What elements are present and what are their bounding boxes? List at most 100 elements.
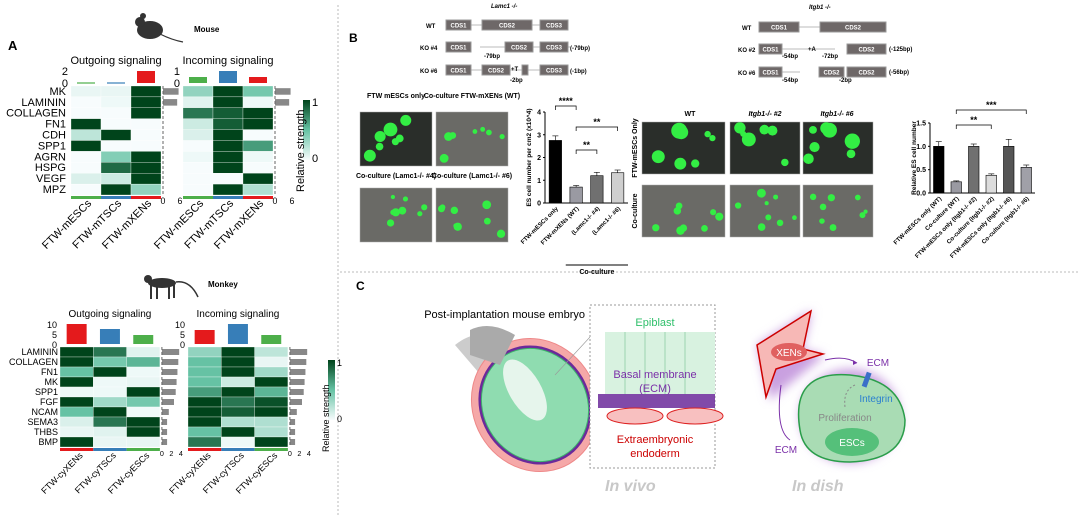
gfp-colony [691,159,700,168]
heatmap-cell [70,85,102,98]
gfp-colony [375,142,384,151]
cds-label: CDS3 [546,69,563,75]
heatmap-cell [93,366,127,378]
bar [611,172,625,204]
cds-label: CDS1 [762,71,779,77]
extraembryonic-label: Extraembryonic [617,434,694,446]
row-label: LAMININ [21,347,58,357]
gfp-colony [483,217,491,225]
heatmap-cell [212,183,244,196]
heatmap-cell [93,426,127,438]
side-axis-tick: 0 [160,449,164,458]
heatmap-cell [130,85,162,98]
top-axis-tick: 1 [174,66,180,78]
heatmap-cell [221,396,255,408]
microscopy-image [435,187,509,243]
mutation-label: -54bp [782,54,798,60]
heatmap-cell [212,85,244,98]
gfp-colony [734,122,746,134]
heatmap-cell [221,346,255,358]
column-color-strip [183,196,213,199]
gfp-colony [400,114,412,126]
gfp-colony [651,150,665,164]
gfp-colony [759,124,770,135]
heatmap-cell [70,129,102,141]
side-bar [289,429,296,435]
gfp-colony [674,157,687,170]
in-vivo-label: In vivo [605,478,656,495]
bar [950,181,962,194]
column-color-strip [93,448,127,451]
heatmap-cell [221,376,255,388]
heatmap-cell [182,118,214,130]
top-bar [249,77,267,83]
itgb1-wt-label: WT [742,26,752,32]
gfp-colony [767,125,778,136]
y-tick-label: 0.5 [916,167,926,174]
heatmap-cell [70,107,102,119]
heatmap-cell [59,356,94,368]
cds-label: CDS1 [762,48,779,54]
colorbar-title: Relative strength [321,384,331,452]
gfp-colony [803,153,814,165]
row-label: SPP1 [35,387,58,397]
significance-bracket [555,105,577,110]
ecm-label: (ECM) [639,383,671,395]
heatmap-cell [59,416,94,428]
ecm-label-top: ECM [867,358,889,369]
heatmap-cell [126,356,161,368]
heatmap-cell [100,183,132,196]
in-dish-label: In dish [792,478,844,495]
side-bar [289,389,304,395]
heatmap-cell [187,426,222,438]
gfp-colony [740,130,747,137]
heatmap-cell [100,96,132,108]
side-bar [161,359,179,365]
top-axis-tick: 0 [62,78,68,90]
top-bar [133,335,154,344]
cds-label: CDS2 [858,48,875,54]
heatmap-cell [59,386,94,398]
significance-label: **** [559,96,574,106]
colorbar [303,100,310,160]
gfp-colony [734,202,742,209]
bar [985,174,997,194]
y-tick-label: 2 [537,155,541,162]
significance-label: *** [986,100,997,110]
heatmap-cell [187,386,222,398]
heatmap-cell [126,416,161,428]
gfp-colony [809,142,820,153]
gfp-colony [709,134,716,142]
top-bar [77,82,95,84]
y-axis-label: Relative ES cell number [911,121,918,195]
lamc1-ko6-label: KO #6 [420,69,438,75]
panel-a-label: A [8,38,18,53]
gfp-colony [757,223,766,231]
row-label: FGF [40,397,58,407]
cds-label: CDS2 [499,24,516,30]
gfp-colony [676,226,685,235]
cds-box [481,19,533,31]
cds-label: CDS1 [450,46,467,52]
gfp-colony [480,126,486,132]
lamc1-wt-label: WT [426,24,436,30]
gfp-colony [820,122,833,135]
heatmap-cell [59,426,94,438]
heatmap-cell [187,346,222,358]
itgb1-title: Itgb1 -/- [809,5,831,11]
heatmap-cell [242,183,274,196]
top-axis-tick: 10 [175,320,185,330]
image-title: FTW mESCs only [367,93,425,100]
cds-box [818,66,845,78]
gfp-colony [854,194,861,201]
gfp-colony [673,207,682,215]
y-tick-label: 4 [537,110,541,117]
ecm-label-bottom: ECM [775,445,797,456]
side-axis-tick: 2 [169,449,173,458]
mutation-label: -79bp [484,54,500,60]
heatmap-cell [130,151,162,163]
lamc1-ko4-label: KO #4 [420,46,438,52]
incoming-title: Incoming signaling [182,55,273,67]
xens-label: XENs [776,348,802,359]
